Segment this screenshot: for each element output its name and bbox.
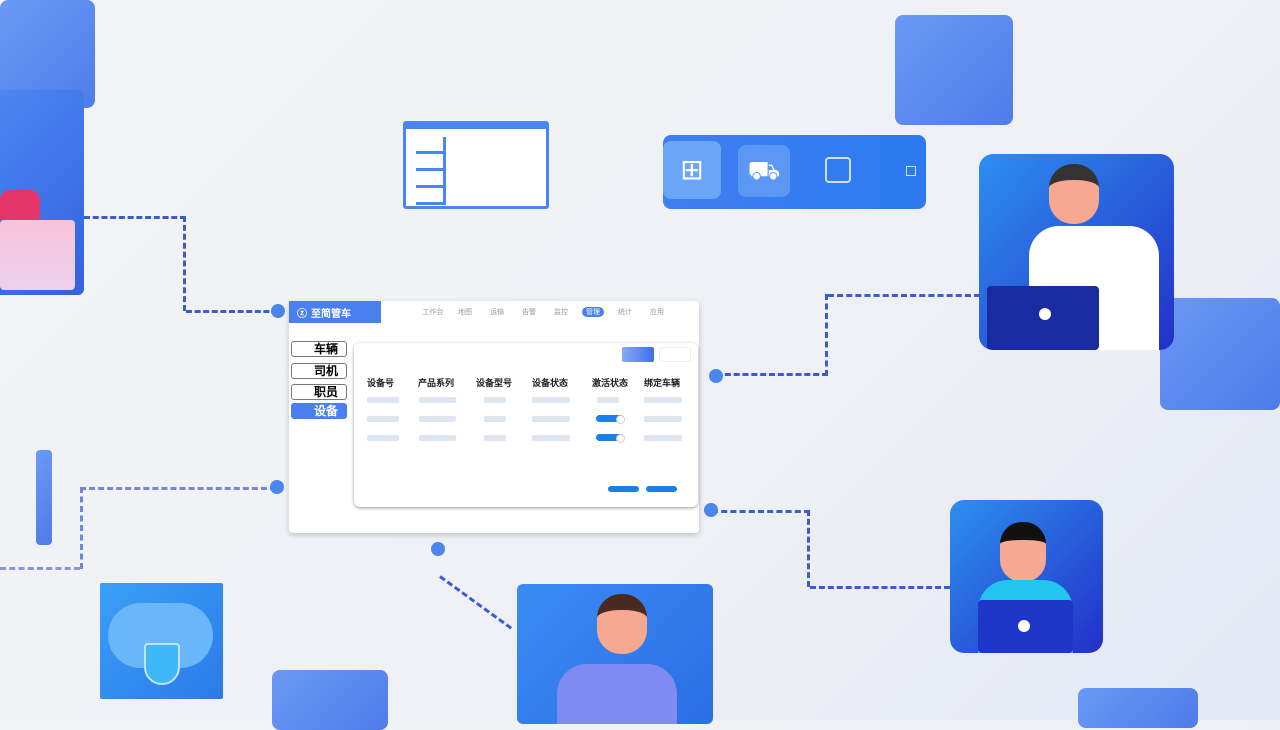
connector — [84, 216, 186, 311]
logo-icon: ⓩ — [297, 308, 307, 320]
sidebar-item-vehicles[interactable]: 车辆 — [291, 341, 347, 357]
laptop-icon — [0, 220, 75, 290]
connector — [828, 294, 980, 297]
decor-square — [1160, 298, 1280, 410]
activation-toggle[interactable] — [596, 415, 625, 424]
toolbar-card: ⊞ ⛟ — [663, 135, 926, 209]
document-search-icon — [825, 157, 851, 183]
connector-node — [709, 369, 723, 383]
connector — [810, 586, 950, 589]
connector-node — [704, 503, 718, 517]
col-bound-vehicle: 绑定车辆 — [644, 379, 681, 389]
nav-map[interactable]: 地图 — [458, 308, 472, 316]
device-table-panel: 设备号 产品系列 设备型号 设备状态 激活状态 绑定车辆 — [354, 343, 698, 507]
col-device-status: 设备状态 — [532, 379, 569, 389]
decor-square — [1078, 688, 1198, 728]
connector — [716, 294, 828, 376]
col-product-series: 产品系列 — [418, 379, 455, 389]
window-icon — [403, 121, 549, 209]
nav-transport[interactable]: 运输 — [490, 308, 504, 316]
nav-stats[interactable]: 统计 — [618, 308, 632, 316]
connector — [0, 567, 80, 570]
primary-button[interactable] — [622, 347, 654, 362]
laptop-icon — [978, 600, 1073, 653]
truck-icon: ⛟ — [738, 145, 790, 197]
cloud-shield-card — [100, 583, 223, 699]
nav-manage[interactable]: 管理 — [582, 307, 604, 317]
person-card-man — [979, 154, 1174, 350]
col-device-id: 设备号 — [367, 379, 395, 389]
decor-square — [895, 15, 1013, 125]
small-doc-icon — [906, 166, 916, 176]
pagination-button[interactable] — [608, 486, 639, 492]
sidebar-item-staff[interactable]: 职员 — [291, 384, 347, 400]
person-icon — [1049, 164, 1099, 224]
nav-apps[interactable]: 应用 — [650, 308, 664, 316]
connector — [439, 575, 513, 630]
connector-node — [271, 304, 285, 318]
nav-alarm[interactable]: 告警 — [522, 308, 536, 316]
connector-node — [270, 480, 284, 494]
connector-node — [431, 542, 445, 556]
person-card-left — [0, 90, 84, 295]
connector — [186, 310, 278, 313]
person-icon — [0, 190, 40, 220]
col-device-model: 设备型号 — [476, 379, 513, 389]
laptop-icon — [987, 286, 1099, 350]
connector — [80, 487, 276, 569]
secondary-button[interactable] — [659, 347, 691, 362]
top-nav: 工作台 地图 运输 告警 监控 管理 统计 应用 — [417, 307, 673, 317]
activation-toggle[interactable] — [596, 434, 625, 443]
person-card-bottom — [517, 584, 713, 724]
nav-workbench[interactable]: 工作台 — [422, 308, 444, 316]
org-chart-icon: ⊞ — [663, 141, 721, 199]
pagination-button[interactable] — [646, 486, 677, 492]
decor-bar — [36, 450, 52, 545]
person-icon — [597, 594, 647, 654]
decor-square — [272, 670, 388, 730]
col-activation-status: 激活状态 — [592, 379, 629, 389]
person-card-woman — [950, 500, 1103, 653]
sidebar-item-devices[interactable]: 设备 — [291, 403, 347, 419]
app-logo: ⓩ 至简管车 — [289, 301, 381, 323]
sidebar-item-drivers[interactable]: 司机 — [291, 363, 347, 379]
connector — [712, 510, 810, 587]
logo-text: 至简管车 — [311, 308, 351, 320]
person-icon — [1000, 522, 1046, 582]
nav-monitor[interactable]: 监控 — [554, 308, 568, 316]
shield-icon — [144, 643, 180, 685]
